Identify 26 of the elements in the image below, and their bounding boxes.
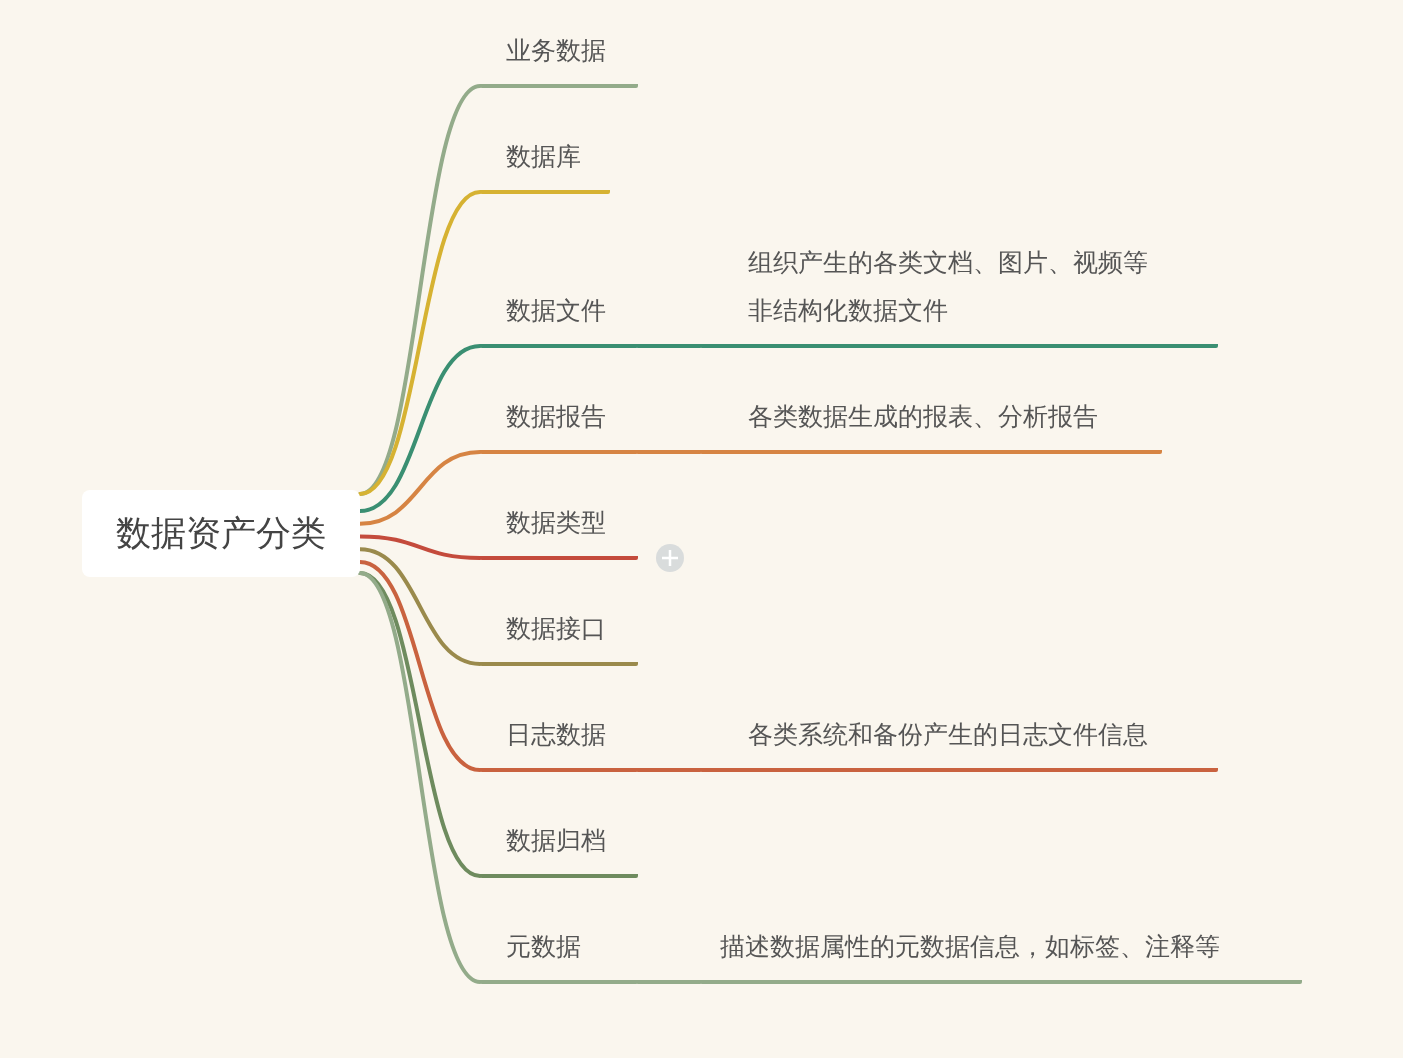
root-topic-box	[82, 490, 360, 577]
branch-connector	[358, 450, 482, 526]
branch-connector	[358, 559, 482, 772]
branch-connector	[358, 190, 482, 496]
topic-text: 元数据	[506, 930, 581, 963]
topic-text: 各类系统和备份产生的日志文件信息	[748, 718, 1148, 751]
branch-connector	[358, 534, 482, 560]
topic-text: 数据接口	[506, 612, 606, 645]
branch-connector	[358, 344, 482, 513]
branch-connector	[358, 571, 482, 984]
topic-text: 数据文件	[506, 294, 606, 327]
topic-text: 数据报告	[506, 400, 606, 433]
topic-text: 各类数据生成的报表、分析报告	[748, 400, 1098, 433]
topic-text: 数据类型	[506, 506, 606, 539]
branch-connector	[636, 344, 702, 348]
topic-text: 数据归档	[506, 824, 606, 857]
topic-text: 日志数据	[506, 718, 606, 751]
branch-connector	[636, 450, 702, 454]
topic-text: 组织产生的各类文档、图片、视频等非结构化数据文件	[748, 247, 1149, 327]
topic-text: 数据资产分类	[116, 512, 326, 555]
branch-connector	[636, 980, 702, 984]
branch-connector	[358, 547, 482, 666]
topic-text: 数据库	[506, 140, 581, 173]
topic-text: 描述数据属性的元数据信息，如标签、注释等	[720, 930, 1220, 963]
topic-text: 业务数据	[506, 34, 606, 67]
branch-connector	[636, 768, 702, 772]
